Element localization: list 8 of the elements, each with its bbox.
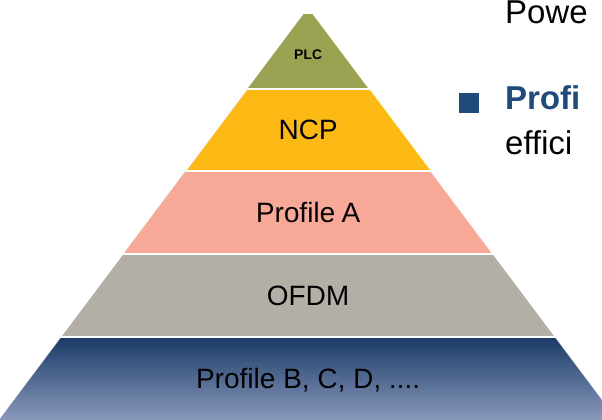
layer-label: OFDM — [266, 280, 350, 312]
layer-label: Profile B, C, D, .... — [194, 363, 422, 395]
layer-label: PLC — [293, 45, 323, 64]
layer-label: Profile A — [254, 196, 362, 228]
bullet-heading: Profi — [505, 79, 580, 117]
body-text: Powe — [505, 0, 588, 31]
layer-label: NCP — [277, 114, 339, 146]
body-text: effici — [505, 124, 572, 162]
